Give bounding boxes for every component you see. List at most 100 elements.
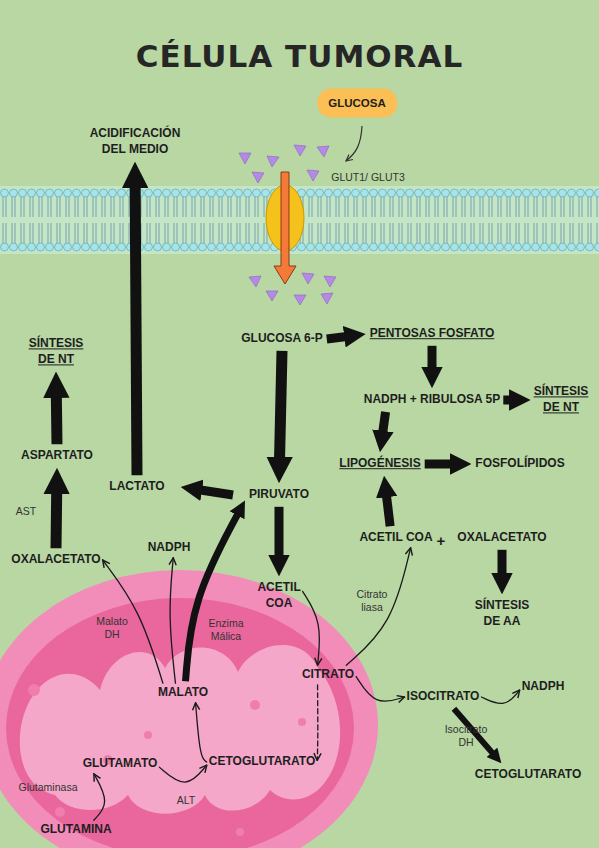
metabolite-label: NADPH [148, 540, 191, 556]
node-text: SÍNTESIS DE NT [534, 384, 589, 415]
node-text: GLUTAMINA [40, 822, 111, 838]
node-text: ASPARTATO [21, 448, 93, 464]
glucose-triangle [302, 273, 314, 284]
node-text: NADPH [148, 540, 191, 556]
glucose-leader [346, 126, 362, 161]
node-text: GLUCOSA 6-P [241, 331, 323, 347]
metabolite-label: FOSFOLÍPIDOS [475, 456, 564, 472]
node-text: CITRATO [302, 667, 354, 683]
node-text: PIRUVATO [249, 487, 309, 503]
metabolite-label: GLUTAMATO [83, 756, 158, 772]
metabolite-label: ASPARTATO [21, 448, 93, 464]
flow-arrow [317, 685, 319, 761]
arrow-path [327, 336, 351, 339]
flow-arrow [382, 412, 386, 437]
metabolite-label: SÍNTESIS DE NT [534, 384, 589, 415]
flow-arrow [503, 400, 515, 401]
arrow-path [346, 548, 410, 665]
flow-arrow [56, 486, 58, 548]
node-text: NADPH [522, 679, 565, 695]
node-text: ACIDIFICACIÓN DEL MEDIO [90, 126, 181, 157]
glucose-triangle [239, 153, 251, 164]
metabolite-label: NADPH [522, 679, 565, 695]
node-text: OXALACETATO [11, 552, 100, 568]
arrow-path [170, 558, 175, 683]
annotation: + [437, 532, 446, 551]
arrow-path [428, 346, 437, 373]
node-text: SÍNTESIS DE AA [475, 598, 530, 629]
glucose-triangle [321, 293, 333, 304]
arrow-path [303, 591, 320, 665]
arrow-path [51, 486, 63, 548]
arrow-path [386, 491, 390, 526]
node-text: ISOCITRATO [407, 689, 480, 705]
metabolite-label: CETOGLUTARATO [475, 767, 581, 783]
enzyme-label: AST [16, 505, 36, 518]
metabolite-label: PENTOSAS FOSFATO [370, 326, 495, 342]
metabolite-label: ACETIL COA [359, 530, 432, 546]
flow-arrow [481, 690, 519, 703]
metabolite-label: PIRUVATO [249, 487, 309, 503]
enzyme-label: Isocitrato DH [445, 723, 488, 749]
flow-arrow [56, 390, 58, 444]
arrow-path [279, 351, 282, 465]
mito-granule [236, 828, 244, 836]
flow-arrow [356, 677, 404, 702]
arrow-path [425, 460, 457, 469]
mito-outer-membrane [0, 570, 378, 848]
metabolite-label: ISOCITRATO [407, 689, 480, 705]
arrow-path [382, 412, 386, 437]
metabolite-label: ACETIL COA [257, 580, 300, 611]
flow-arrow [502, 550, 503, 579]
metabolite-label: SÍNTESIS DE AA [475, 598, 530, 629]
metabolite-label: MALATO [158, 685, 208, 701]
glucose-triangle [252, 172, 264, 183]
glucose-triangle [267, 156, 279, 167]
glucose-molecules [239, 145, 336, 305]
node-text: PENTOSAS FOSFATO [370, 326, 495, 342]
annotation: GLUT1/ GLUT3 [331, 171, 405, 184]
node-text: ACETIL COA [257, 580, 300, 611]
flow-arrow [94, 774, 105, 820]
flow-arrow [432, 346, 433, 373]
enzyme-label: ALT [177, 794, 195, 807]
node-text: SÍNTESIS DE NT [29, 336, 84, 367]
node-text: NADPH + RIBULOSA 5P [364, 392, 501, 408]
node-text: LIPOGÉNESIS [339, 456, 420, 472]
flow-arrow [186, 511, 240, 681]
enzyme-label: Enzima Málica [208, 617, 243, 643]
page-title: CÉLULA TUMORAL [0, 38, 599, 74]
enzyme-label: Glutaminasa [19, 781, 78, 794]
arrow-path [275, 507, 284, 561]
arrow-path [317, 685, 319, 761]
flow-arrow [425, 464, 457, 465]
flow-arrow [346, 548, 410, 665]
glucose-triangle [307, 170, 319, 181]
node-text: OXALACETATO [457, 530, 546, 546]
metabolite-label: GLUCOSA 6-P [241, 331, 323, 347]
metabolite-label: NADPH + RIBULOSA 5P [364, 392, 501, 408]
node-text: CETOGLUTARATO [209, 754, 315, 770]
mitochondrion [0, 570, 378, 848]
flow-arrow [135, 180, 137, 475]
glucose-uptake-arrow [274, 172, 296, 284]
flow-arrow [303, 591, 320, 665]
flow-arrow [386, 491, 390, 526]
node-text: MALATO [158, 685, 208, 701]
node-text: FOSFOLÍPIDOS [475, 456, 564, 472]
metabolite-label: LIPOGÉNESIS [339, 456, 420, 472]
mito-granule [298, 718, 306, 726]
node-text: LACTATO [109, 479, 164, 495]
arrow-path [498, 550, 507, 579]
flow-arrow [159, 765, 206, 782]
arrow-path [135, 180, 137, 475]
node-text: CETOGLUTARATO [475, 767, 581, 783]
flow-arrow [279, 351, 282, 465]
mito-granule [55, 807, 65, 817]
node-text: ACETIL COA [359, 530, 432, 546]
arrow-path [196, 489, 233, 495]
mito-granule [144, 731, 152, 739]
flow-arrow [279, 507, 280, 561]
